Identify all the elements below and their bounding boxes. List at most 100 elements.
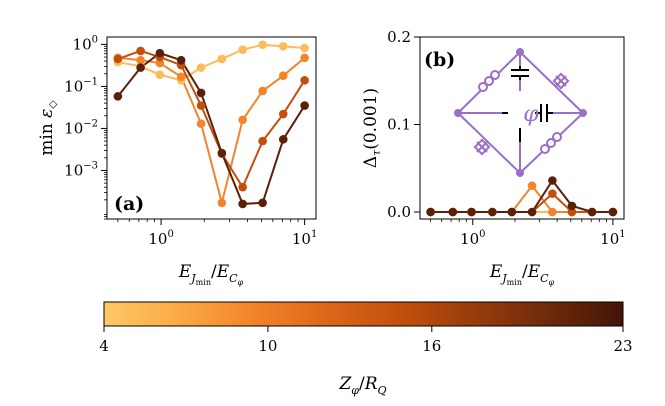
electrode-icon [502, 112, 521, 142]
panel-a-data-point [258, 136, 267, 146]
panel-a-ylabel: min ε◇ [37, 100, 59, 156]
panel-a-xtick-label: 100 [148, 229, 173, 248]
panel-a-data-point [300, 43, 309, 53]
panel-b-ytick-label: 0.0 [387, 203, 411, 221]
panel-a-ytick-label: 10−1 [64, 76, 98, 95]
panel-a-series-line [117, 52, 306, 205]
circuit-node [579, 109, 587, 117]
panel-b-frame [419, 36, 625, 220]
panel-b-data-point [507, 207, 517, 217]
panel-b-ticks: 100 101 0.0 0.1 0.2 [387, 28, 625, 248]
circuit-edge-top-right [519, 51, 584, 114]
colorbar-label: Zφ/RQ [338, 374, 386, 397]
panel-a-data-point [196, 63, 206, 72]
panel-a-data-point [258, 86, 267, 96]
panel-a-plot-area [113, 40, 309, 209]
circuit-inset [454, 48, 587, 177]
colorbar-tick-label: 10 [258, 337, 277, 355]
panel-b-data-point [548, 207, 557, 217]
panel-b-data-point [567, 207, 577, 217]
panel-b-label: (b) [424, 49, 455, 71]
colorbar: 4 10 16 23 Zφ/RQ [99, 301, 633, 397]
panel-b-data-point [527, 181, 537, 191]
panel-a-data-point [238, 199, 247, 209]
josephson-junction-icon [473, 138, 491, 156]
inductor-icon [540, 132, 562, 154]
panel-a-data-point [176, 55, 186, 65]
panel-a-data-point [258, 198, 267, 208]
inductor-icon [478, 70, 500, 92]
panel-b-ytick-label: 0.2 [387, 28, 411, 46]
panel-a-data-point [300, 53, 309, 63]
panel-a-series-line [117, 56, 306, 204]
josephson-junction-icon [552, 72, 570, 90]
capacitor-icon [535, 104, 553, 122]
panel-a-data-point [196, 119, 206, 128]
panel-a-xlabel: EJmin/ECφ [178, 262, 244, 287]
panel-a-data-point [278, 71, 288, 80]
panel-b-xlabel: EJmin/ECφ [489, 262, 555, 287]
panel-b-plot-area [426, 176, 618, 217]
circuit-phi-label: φ [523, 102, 539, 127]
circuit-edge-bottom-left [457, 112, 521, 174]
panel-a-data-point [278, 42, 288, 51]
panel-a-xtick-label: 101 [292, 229, 317, 248]
panel-a-data-point [113, 54, 123, 64]
panel-b-data-point [488, 207, 497, 217]
panel-b-data-point [426, 207, 435, 217]
colorbar-tick-label: 16 [422, 337, 441, 355]
panel-b-data-point [608, 207, 618, 217]
panel-a-data-point [136, 46, 145, 56]
panel-a-data-point [238, 115, 247, 125]
panel-a-data-point [238, 182, 247, 192]
panel-b-xtick-label: 100 [460, 229, 485, 248]
panel-a-data-point [300, 75, 309, 85]
panel-a-ytick-label: 100 [73, 34, 98, 53]
panel-b: 100 101 0.0 0.1 0.2 (b) [361, 28, 626, 287]
panel-a-data-point [196, 88, 206, 98]
colorbar-tick-label: 4 [99, 337, 109, 355]
panel-a-data-point [278, 109, 288, 119]
panel-a-data-point [217, 54, 227, 64]
panel-a-data-point [176, 72, 186, 82]
panel-b-data-point [448, 207, 458, 217]
circuit-node [516, 169, 524, 177]
panel-b-series-line [430, 178, 613, 213]
panel-b-data-point [527, 207, 537, 217]
colorbar-bar [103, 301, 624, 327]
panel-a-series-line [117, 43, 305, 82]
panel-a-data-point [196, 101, 206, 110]
panel-a-data-point [155, 58, 165, 68]
panel-a-data-point [136, 55, 145, 65]
panel-a-data-point [113, 92, 123, 101]
circuit-node [516, 48, 524, 56]
panel-a-data-point [278, 135, 288, 144]
colorbar-tick-label: 23 [613, 337, 632, 355]
panel-b-data-point [548, 189, 557, 198]
panel-a-ytick-label: 10−3 [64, 160, 98, 179]
panel-b-data-point [587, 207, 597, 217]
panel-a-data-point [238, 45, 247, 54]
panel-b-series-line [430, 184, 613, 213]
panel-b-xtick-label: 101 [600, 229, 625, 248]
panel-b-ytick-label: 0.1 [387, 116, 411, 134]
panel-b-data-point [567, 201, 577, 211]
colorbar-ticks: 4 10 16 23 [99, 326, 633, 355]
panel-a-data-point [300, 101, 309, 110]
panel-a-label: (a) [114, 193, 144, 215]
panel-b-data-point [467, 207, 476, 217]
capacitor-icon [511, 66, 529, 80]
panel-b-ylabel: Δτ(0.001) [361, 88, 383, 168]
panel-a-data-point [217, 198, 227, 208]
panel-a-data-point [258, 40, 267, 50]
panel-a-data-point [155, 70, 165, 80]
circuit-node [454, 109, 462, 117]
panel-a-data-point [155, 48, 165, 58]
panel-a-data-point [217, 148, 227, 158]
panel-a-data-point [136, 63, 145, 72]
panel-a-series-line [117, 49, 306, 190]
panel-b-data-point [548, 176, 557, 185]
